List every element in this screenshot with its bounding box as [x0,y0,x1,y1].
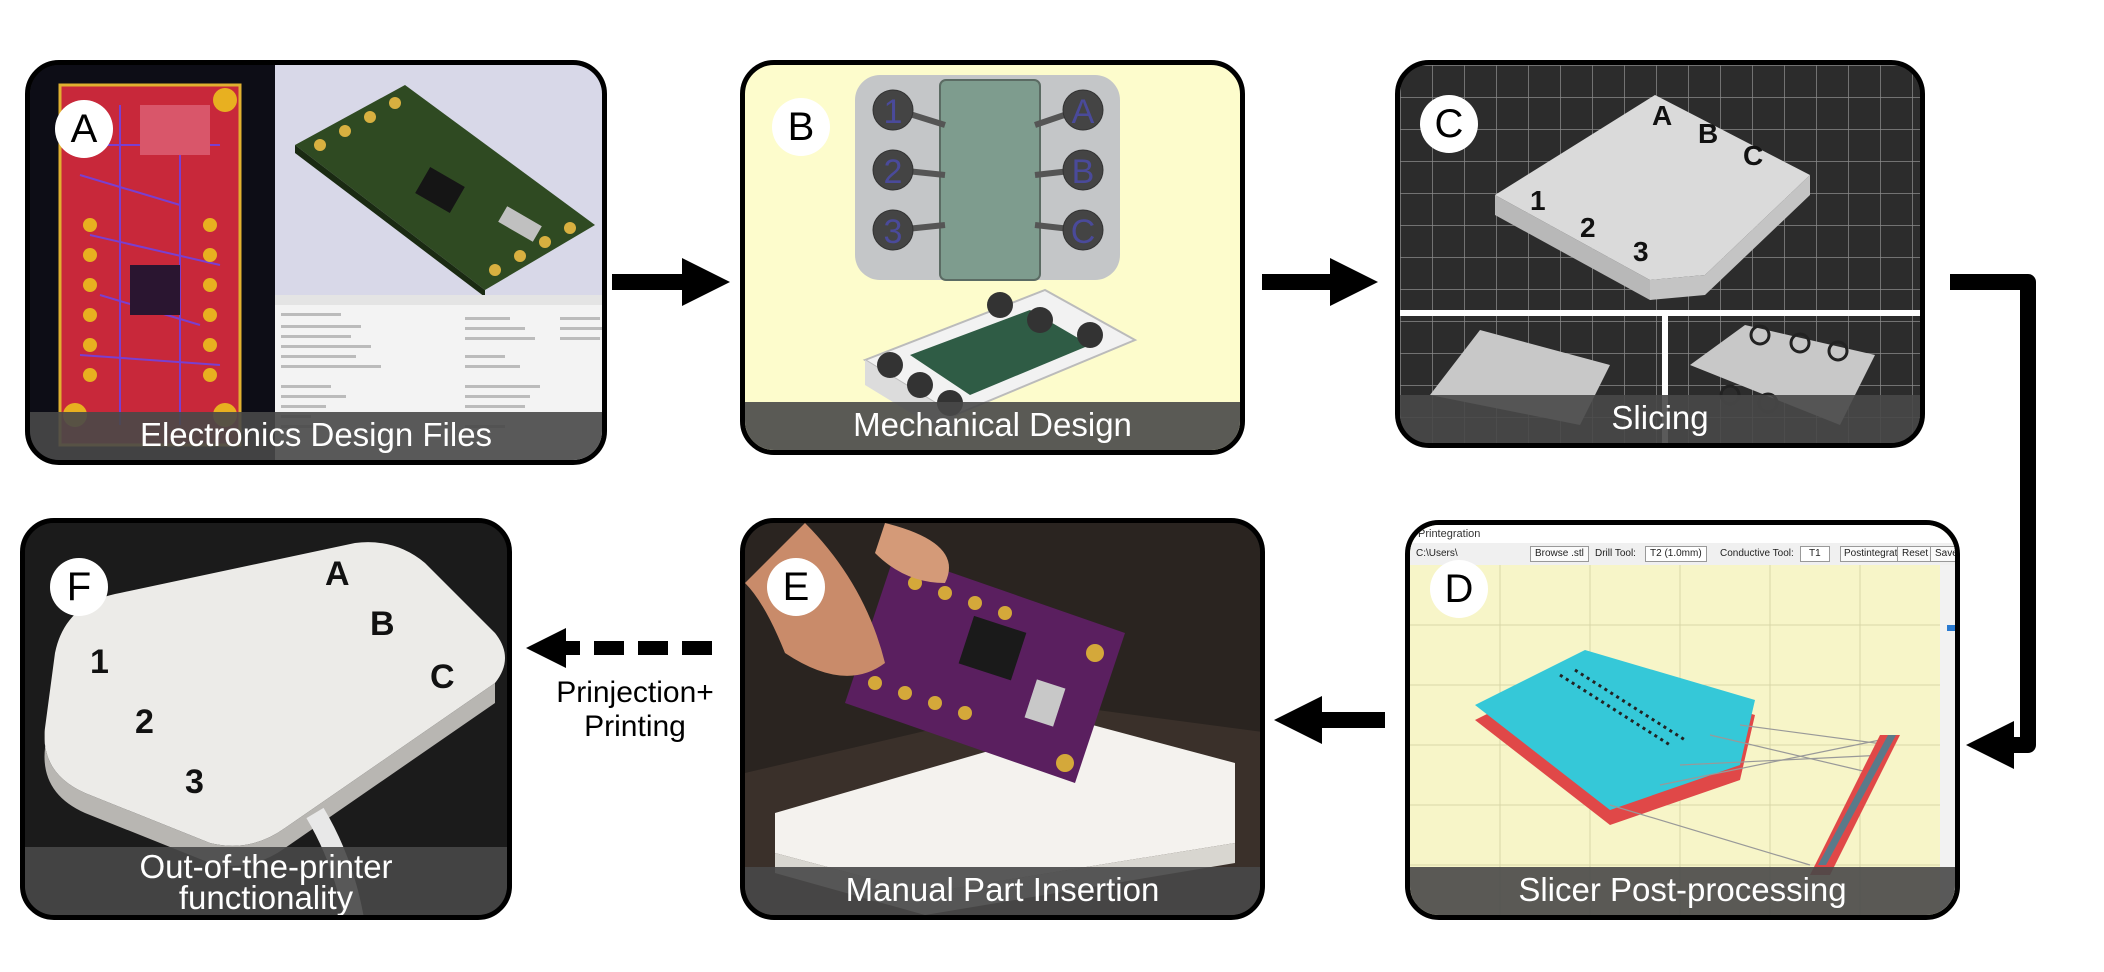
drill-tool-select[interactable]: T2 (1.0mm) [1645,546,1707,562]
arrow-e-to-f-dashed [526,628,712,668]
pad-label-a: A [1072,93,1095,131]
device-label-3: 3 [185,763,204,801]
conductive-tool-label: Conductive Tool: [1720,548,1794,559]
panel-d-caption: Slicer Post-processing [1410,867,1955,915]
panel-e: E Manual Part Insertion [740,518,1265,920]
panel-b-caption: Mechanical Design [745,402,1240,450]
drill-tool-label: Drill Tool: [1595,548,1636,559]
conductive-tool-select[interactable]: T1 [1800,546,1830,562]
panel-f-badge: F [50,558,108,616]
pad-label-c: C [1071,213,1096,251]
arrow-a-to-b [612,258,730,306]
arrow-e-to-f-label: Prinjection+ Printing [540,676,730,744]
model-label-1: 1 [1530,185,1546,216]
path-field[interactable]: C:\Users\ [1416,548,1458,559]
model-label-a: A [1652,100,1672,131]
pcb-3d-render-image [275,65,602,295]
mechanical-design-image: 1 2 3 A B C [855,75,1138,440]
reset-button[interactable]: Reset [1897,546,1934,562]
panel-e-badge: E [767,558,825,616]
arrow-c-to-d [1950,274,2036,769]
panel-f-caption-line1: Out-of-the-printer [139,848,393,885]
panel-e-caption: Manual Part Insertion [745,867,1260,915]
panel-c-caption: Slicing [1400,395,1920,443]
device-label-2: 2 [135,703,154,741]
tool-bar: C:\Users\ Browse .stl Drill Tool: T2 (1.… [1410,543,1955,565]
part-insertion-photo [745,523,1260,915]
panel-a: A Electronics Design Files [25,60,607,465]
browse-button[interactable]: Browse .stl [1530,546,1589,562]
device-label-a: A [325,555,350,593]
panel-a-badge: A [55,100,113,158]
model-label-2: 2 [1580,212,1596,243]
panel-f-caption: Out-of-the-printer functionality [25,847,507,915]
arrow-label-line1: Prinjection+ [556,676,714,709]
panel-c-badge: C [1420,95,1478,153]
pad-label-2: 2 [884,153,903,191]
model-label-b: B [1698,118,1718,149]
arrow-d-to-e [1274,696,1385,744]
panel-d: Printegration C:\Users\ Browse .stl Dril… [1405,520,1960,920]
device-label-1: 1 [90,643,109,681]
device-label-b: B [370,605,395,643]
window-titlebar: Printegration [1410,525,1955,543]
panel-b-badge: B [772,98,830,156]
pad-label-1: 1 [884,93,903,131]
pad-label-3: 3 [884,213,903,251]
device-label-c: C [430,658,455,696]
model-label-c: C [1743,140,1763,171]
save-button[interactable]: Save [1930,546,1955,562]
panel-d-badge: D [1430,560,1488,618]
panel-b: 1 2 3 A B C B Mechanical Design [740,60,1245,455]
arrow-b-to-c [1262,258,1378,306]
arrow-label-line2: Printing [584,710,686,743]
pad-label-b: B [1072,153,1095,191]
panel-f-caption-line2: functionality [178,879,354,916]
model-label-3: 3 [1633,236,1649,267]
slicer-preview-image: A B C 1 2 3 [1400,65,1920,443]
panel-f: A B C 1 2 3 F Out-of-the-printer functio… [20,518,512,920]
panel-c: A B C 1 2 3 C Slicing [1395,60,1925,448]
panel-a-caption: Electronics Design Files [30,412,602,460]
